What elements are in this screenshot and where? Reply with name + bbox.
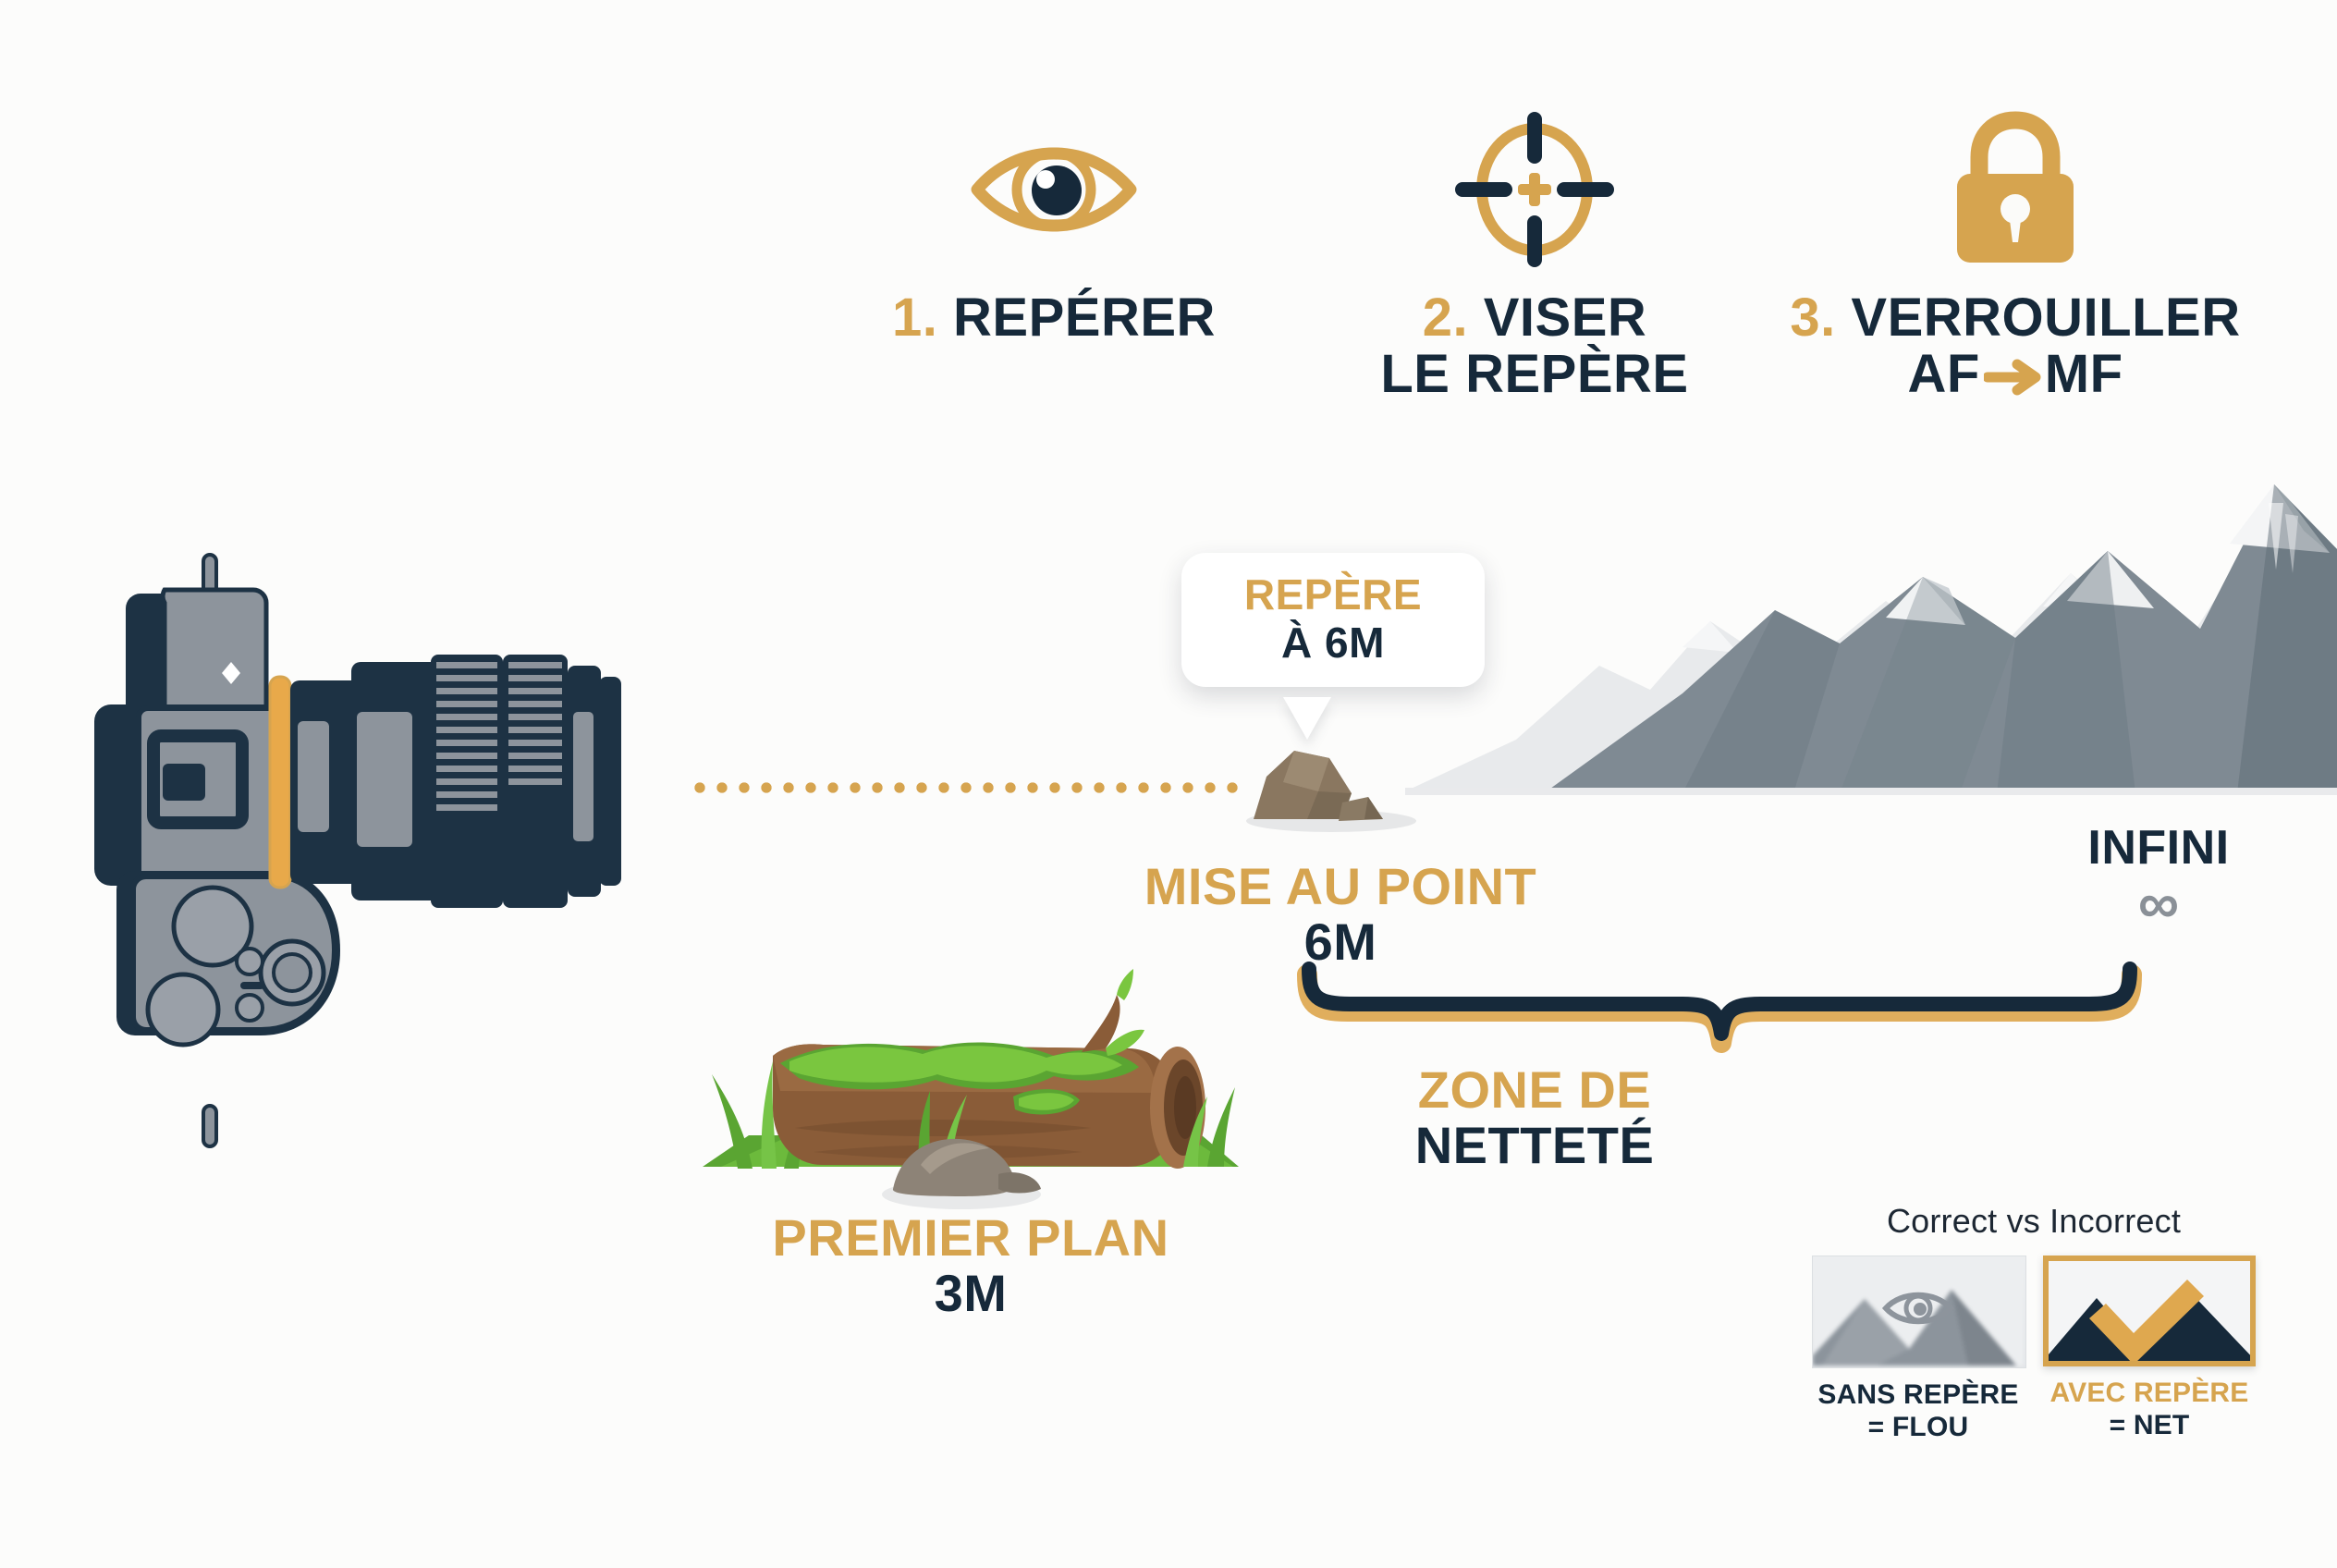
blurred-line2: = FLOU — [1867, 1411, 1969, 1442]
rock-marker-icon — [1230, 740, 1433, 832]
bubble-distance: À 6M — [1281, 618, 1385, 667]
step-2-number: 2. — [1422, 288, 1469, 348]
mf-text: MF — [2044, 343, 2123, 404]
dotted-sight-line — [689, 781, 1243, 794]
step-1-label: 1. REPÉRER — [892, 288, 1216, 348]
focus-value: 6M — [1303, 912, 1377, 971]
step-2-label: 2. VISER LE REPÈRE — [1380, 288, 1689, 404]
depth-of-field-brace — [1294, 962, 2145, 1063]
step-3-title: VERROUILLER — [1851, 288, 2241, 348]
infinity-title: INFINI — [2087, 821, 2230, 875]
step-1-number: 1. — [892, 288, 938, 348]
foreground-value: 3M — [934, 1263, 1008, 1322]
foreground-title: PREMIER PLAN — [772, 1208, 1169, 1267]
sharp-mountain-check-thumb — [2043, 1256, 2256, 1366]
comparison-item-blurred: SANS REPÈRE = FLOU — [1812, 1256, 2026, 1443]
af-text: AF — [1907, 343, 1980, 404]
comparison-item-sharp: AVEC REPÈRE = NET — [2043, 1256, 2256, 1443]
foreground-distance-label: PREMIER PLAN 3M — [518, 1208, 1424, 1322]
step-3-verrouiller: 3. VERROUILLER AF MF — [1775, 102, 2256, 435]
crosshair-icon — [1451, 102, 1618, 277]
dslr-camera-icon — [74, 545, 666, 1165]
lock-icon — [1946, 102, 2085, 277]
repere-callout-bubble: REPÈRE À 6M — [1181, 553, 1485, 688]
blurred-mountain-eye-thumb — [1812, 1256, 2026, 1368]
mossy-log-icon — [684, 952, 1257, 1220]
infinity-label: INFINI ∞ — [1978, 823, 2337, 933]
step-1-title: REPÉRER — [953, 288, 1216, 348]
sharp-line2: = NET — [2109, 1409, 2190, 1440]
sharp-line1: AVEC REPÈRE — [2049, 1378, 2249, 1408]
step-1-reperer: 1. REPÉRER — [814, 102, 1294, 435]
comparison-caption-sharp: AVEC REPÈRE = NET — [2043, 1378, 2256, 1441]
comparison-caption-blurred: SANS REPÈRE = FLOU — [1812, 1379, 2025, 1443]
step-3-subtitle: AF MF — [1790, 343, 2240, 407]
comparison-row: SANS REPÈRE = FLOU AVEC REPÈRE = NET — [1784, 1256, 2283, 1443]
blurred-line1: SANS REPÈRE — [1817, 1379, 2019, 1410]
focus-distance-label: MISE AU POINT 6M — [924, 857, 1756, 971]
step-3-label: 3. VERROUILLER AF MF — [1790, 288, 2241, 407]
comparison-title: Correct vs Incorrect — [1886, 1202, 2182, 1240]
comparison-panel: Correct vs Incorrect — [1784, 1202, 2283, 1443]
sharpness-zone-label: ZONE DE NETTETÉ — [1202, 1060, 1867, 1174]
bubble-tail — [1283, 697, 1331, 740]
step-3-number: 3. — [1790, 288, 1836, 348]
zone-title: ZONE DE — [1417, 1060, 1652, 1119]
step-2-title: VISER — [1483, 288, 1647, 348]
steps-row: 1. REPÉRER 2. VISER — [814, 102, 2256, 435]
step-2-subtitle: LE REPÈRE — [1380, 343, 1689, 404]
arrow-right-icon — [1982, 350, 2041, 407]
zone-value: NETTETÉ — [1414, 1115, 1655, 1174]
bubble-title: REPÈRE — [1243, 570, 1423, 619]
infinity-symbol-icon: ∞ — [2137, 871, 2180, 936]
eye-icon — [966, 102, 1142, 277]
step-2-viser: 2. VISER LE REPÈRE — [1294, 102, 1775, 435]
focus-title: MISE AU POINT — [1144, 857, 1537, 915]
mountain-range-icon — [1405, 462, 2337, 795]
